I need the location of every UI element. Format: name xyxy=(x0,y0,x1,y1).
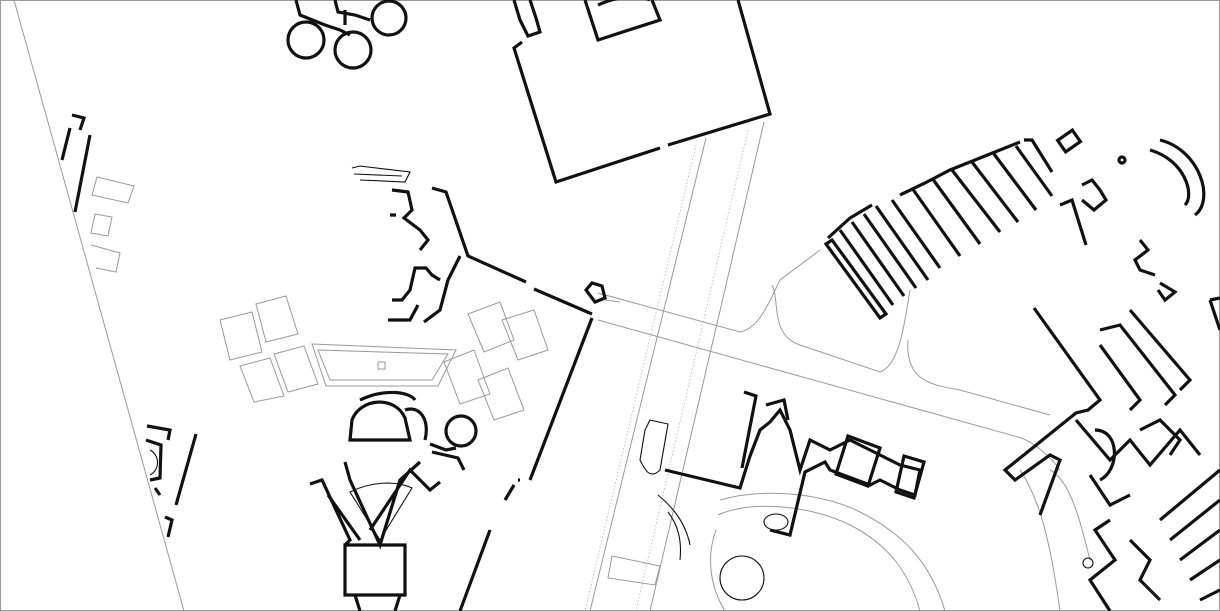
boundary-line xyxy=(13,0,185,611)
clover-structure xyxy=(286,0,408,70)
road-network xyxy=(584,121,1091,611)
right-cluster[interactable] xyxy=(1002,177,1220,611)
square-building[interactable] xyxy=(512,0,772,185)
central-building[interactable] xyxy=(351,165,607,324)
left-fragments xyxy=(60,113,198,538)
cross-building[interactable] xyxy=(607,390,926,601)
grid-squares xyxy=(219,295,549,421)
lower-structures[interactable] xyxy=(309,317,594,611)
arc-slot-buildings[interactable] xyxy=(823,127,1206,321)
